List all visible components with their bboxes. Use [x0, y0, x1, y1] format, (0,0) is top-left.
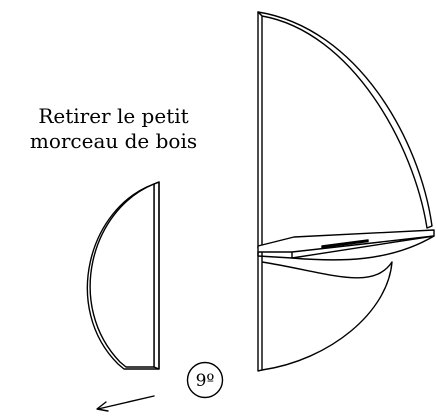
- instruction-caption: Retirer le petit morceau de bois: [0, 104, 227, 154]
- upper-half-round-panel: [257, 11, 433, 249]
- lower-half-round-panel: [257, 249, 393, 372]
- step-number-badge: 9º: [186, 361, 224, 399]
- instruction-line-1: Retirer le petit: [38, 104, 189, 128]
- small-wood-piece: [86, 181, 160, 370]
- step-number-label: 9º: [196, 371, 215, 391]
- arrow-down-left-icon: [96, 395, 155, 412]
- shelf-plate: [257, 229, 435, 261]
- instruction-line-2: morceau de bois: [29, 129, 198, 153]
